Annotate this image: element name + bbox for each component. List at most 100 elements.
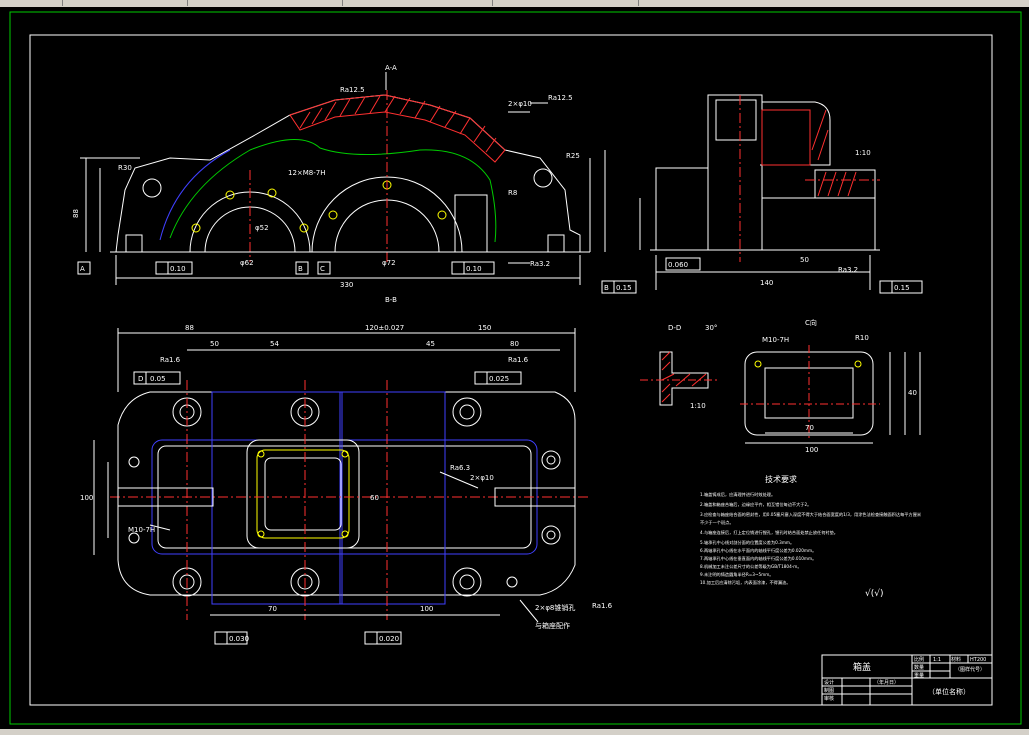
tech-req-item: 9.未注明的铸造圆角半径R=3~5mm。 [700,571,773,578]
tol-side-2: 0.15 [894,284,910,292]
design-date: （年月日） [874,679,899,686]
label-ra32-a: Ra3.2 [530,260,550,268]
dim-side-width: 140 [760,279,773,287]
tol-top-3: 0.030 [229,635,249,643]
section-marker: A-A [385,64,397,72]
label-r25: R25 [566,152,580,160]
design-label: 设计 [824,679,834,686]
label-c-screw: M10-7H [762,336,789,344]
label-view-c: C向 [805,318,817,327]
tol-side-3: 0.060 [668,261,688,269]
toolbar-segment[interactable] [62,0,188,6]
drawing-number: （图样代号） [955,666,985,673]
application-toolbar [0,0,1029,7]
title-block-text: 箱盖 比例 1:1 材料 HT200 数量 重量 （图样代号） 设计 （年月日）… [824,656,986,702]
tech-req-item: 7.两轴承孔中心线在垂直面内的轴线平行度公差为0.010mm。 [700,555,816,562]
tol-top-1: 0.05 [150,375,166,383]
dim-top-60: 60 [370,494,379,502]
oil-hole-section [454,194,488,253]
dim-overall-length: 330 [340,281,353,289]
dim-top-54: 54 [270,340,279,348]
draw-label: 制图 [824,687,834,694]
dim-top-150: 150 [478,324,491,332]
label-r10: R10 [855,334,869,342]
front-outline [115,94,581,253]
toolbar-segment[interactable] [492,0,639,6]
side-view [601,94,923,294]
label-pin-note: 与箱座配作 [535,621,570,630]
bearing-bore-right [311,176,463,253]
tech-req-item: 8.机械加工未注公差尺寸的公差等级为GB/T1804-m。 [700,563,802,570]
label-slope-2: 1:10 [690,402,706,410]
material-label: 材料 [951,656,961,663]
bolt-hole [437,210,447,220]
dim-top-80: 80 [510,340,519,348]
lift-hole-right [533,168,553,188]
check-label: 审核 [824,695,834,702]
section-d-detail [640,351,720,406]
dim-top-70: 70 [268,605,277,613]
dim-side-50: 50 [800,256,809,264]
cad-drawing-canvas[interactable]: A-A 330 88 A 0.10 B C 0.10 12×M8-7H 2×φ1… [0,7,1029,729]
dim-top-45: 45 [426,340,435,348]
hatch-lines [299,95,497,153]
bolt-hole [225,190,235,200]
label-r30: R30 [118,164,132,172]
hidden-edge [159,149,231,241]
datum-d: D [138,375,143,383]
front-view [77,72,606,285]
toolbar-segment[interactable] [187,0,343,6]
dim-height: 88 [72,209,80,218]
label-ra16-b: Ra1.6 [508,356,529,364]
tech-req-item: 6.两轴承孔中心线在水平面内的轴线平行度公差为0.020mm。 [700,547,816,554]
foot-hatch-left [125,234,143,253]
top-view-labels: B-B 88 120±0.027 150 50 54 45 80 100 60 … [80,296,613,643]
roughness-other: √(√) [865,588,884,599]
label-ra125-a: Ra12.5 [548,94,573,102]
toolbar-segment[interactable] [0,0,63,6]
dim-top-bottom: 100 [420,605,433,613]
tol-top-2: 0.025 [489,375,509,383]
label-slope: 1:10 [855,149,871,157]
tech-req-item: 不少于一个斑点。 [700,519,734,526]
section-marker-b: B-B [385,296,397,304]
dim-c-height: 40 [908,389,917,397]
drawing-frame [29,34,993,706]
side-view-labels: 140 B 0.15 0.15 0.060 Ra3.2 1:10 50 [604,149,910,292]
tech-req-item: 4.与箱座连接后，打上定位销进行镗孔，镗孔时结合面处禁止放任何衬垫。 [700,529,838,536]
label-screw: M10-7H [128,526,155,534]
inner-wall-line [169,139,497,243]
dim-top-100: 100 [80,494,93,502]
top-view [93,328,590,645]
dim-c-inner: 70 [805,424,814,432]
company-name: （单位名称） [928,687,970,696]
technical-requirements: 技术要求 1.箱盖铸成后，应清理并进行时效处理。 2.箱盖和箱座合箱后，边缘应平… [700,474,922,599]
lift-hole-left [142,178,162,198]
dim-top-center: 120±0.027 [365,324,404,332]
view-c-labels: C向 M10-7H R10 100 70 40 [762,318,917,454]
quantity-label: 数量 [914,664,924,671]
scale-value: 1:1 [933,657,941,663]
title-block [821,654,993,706]
tech-req-item: 5.轴承孔中心线对剖分面的位置度公差为0.3mm。 [700,539,794,546]
bolt-hole [267,188,277,198]
label-bore-2: φ72 [382,259,396,267]
view-c-detail [740,345,921,444]
status-bar [0,729,1029,735]
tol-top-4: 0.020 [379,635,399,643]
label-r8: R8 [508,189,517,197]
datum-c: C [320,265,325,273]
label-ra63: Ra6.3 [450,464,470,472]
part-name: 箱盖 [853,661,871,673]
material-value: HT200 [970,657,986,663]
label-bore-3: φ52 [255,224,269,232]
scale-label: 比例 [914,656,924,663]
toolbar-segment[interactable] [342,0,493,6]
tol-side-1: 0.15 [616,284,632,292]
label-bolt-holes: 12×M8-7H [288,169,326,177]
dim-c-width: 100 [805,446,818,454]
bolt-hole [191,223,201,233]
tech-req-item: 10.加工后应清除污垢，内表面涂漆，不得漏油。 [700,579,790,586]
foot-hatch-right [547,234,565,253]
section-hatch-top [289,94,506,163]
